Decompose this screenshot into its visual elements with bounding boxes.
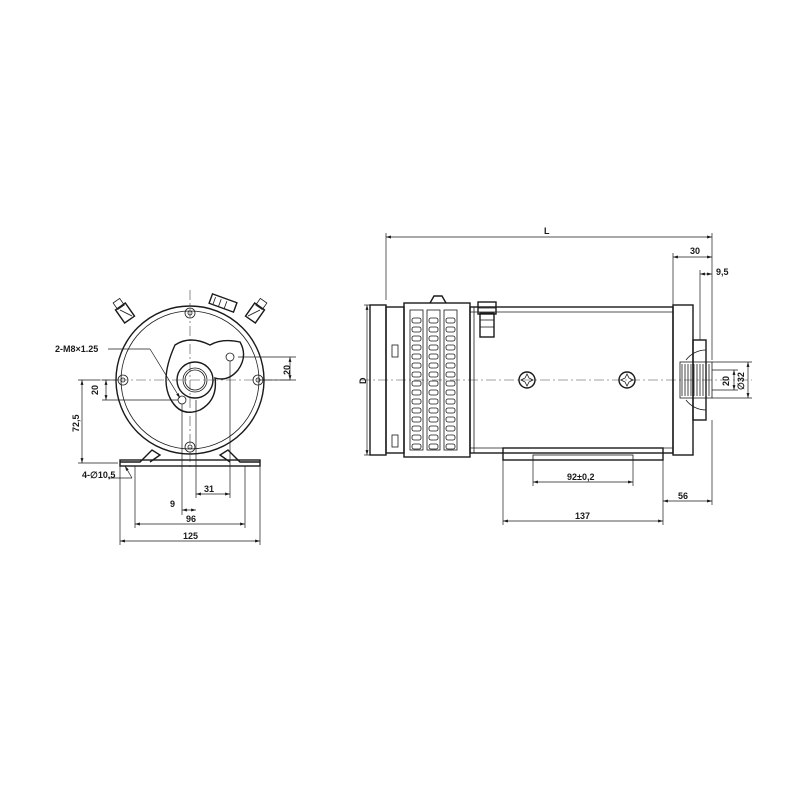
foot-base bbox=[119, 459, 261, 467]
mounting-flange bbox=[165, 339, 245, 413]
thread-label: 2-M8×1.25 bbox=[55, 344, 98, 354]
vent-slot bbox=[411, 380, 422, 387]
vent-slot bbox=[428, 389, 439, 396]
vent-slot bbox=[411, 389, 422, 396]
vent-slot bbox=[445, 380, 456, 387]
dim-20-left-label: 20 bbox=[90, 385, 100, 395]
vent-slot bbox=[445, 317, 456, 324]
vent-slot bbox=[445, 353, 456, 360]
vent-slot bbox=[411, 398, 422, 405]
vent-slot bbox=[411, 434, 422, 441]
vent-slot bbox=[428, 425, 439, 432]
dim-125-label: 125 bbox=[183, 531, 198, 541]
dim-137-label: 137 bbox=[575, 511, 590, 521]
vent-slot bbox=[445, 371, 456, 378]
dim-9-label: 9 bbox=[170, 499, 175, 509]
vent-slots bbox=[409, 309, 458, 451]
vent-slot bbox=[428, 416, 439, 423]
vent-slot bbox=[428, 362, 439, 369]
vent-slot bbox=[428, 353, 439, 360]
terminal-top bbox=[208, 292, 238, 314]
flange-hole-upper bbox=[225, 352, 235, 362]
torx-screw-2 bbox=[618, 371, 636, 389]
shaft-outer bbox=[176, 361, 214, 399]
vent-slot bbox=[411, 344, 422, 351]
vent-slot bbox=[445, 389, 456, 396]
vent-slot bbox=[428, 317, 439, 324]
vent-slot bbox=[445, 416, 456, 423]
bolt-hole-top bbox=[184, 307, 196, 319]
body-terminal bbox=[477, 301, 497, 338]
base-slot bbox=[532, 454, 634, 461]
vent-slot bbox=[445, 398, 456, 405]
vent-slot bbox=[411, 326, 422, 333]
bolt-hole-bottom bbox=[184, 441, 196, 453]
vent-slot bbox=[428, 443, 439, 450]
dim-shaft-20-label: 20 bbox=[721, 376, 731, 386]
dim-92-label: 92±0,2 bbox=[567, 472, 594, 482]
dim-56-label: 56 bbox=[678, 491, 688, 501]
vent-slot bbox=[428, 407, 439, 414]
dim-96-label: 96 bbox=[186, 514, 196, 524]
vent-slot bbox=[428, 371, 439, 378]
vent-slot bbox=[445, 443, 456, 450]
base-plate bbox=[502, 447, 664, 461]
dim-20-right-label: 20 bbox=[282, 365, 292, 375]
shaft-inner bbox=[182, 367, 208, 393]
vent-slot bbox=[411, 317, 422, 324]
vent-slot bbox=[445, 344, 456, 351]
dim-D-label: D bbox=[358, 377, 368, 384]
vent-slot bbox=[411, 425, 422, 432]
thread-leader bbox=[149, 348, 181, 399]
dim-30-label: 30 bbox=[690, 246, 700, 256]
vent-slot bbox=[445, 425, 456, 432]
vent-slot bbox=[445, 434, 456, 441]
shaft-spline-hatch bbox=[681, 364, 710, 396]
vent-slot bbox=[411, 353, 422, 360]
vent-slot bbox=[411, 362, 422, 369]
dim-9-5-label: 9,5 bbox=[716, 267, 729, 277]
terminal-left bbox=[112, 297, 136, 324]
cover-nub bbox=[429, 295, 447, 304]
vent-bars bbox=[411, 317, 456, 450]
shaft-body bbox=[679, 361, 713, 399]
vent-slot bbox=[428, 398, 439, 405]
dim-31-label: 31 bbox=[204, 484, 214, 494]
vent-slot bbox=[411, 335, 422, 342]
vent-slot bbox=[428, 344, 439, 351]
torx-screw-1 bbox=[518, 371, 536, 389]
vent-slot bbox=[428, 434, 439, 441]
vent-slot bbox=[411, 443, 422, 450]
vent-slot bbox=[445, 407, 456, 414]
foot-right bbox=[218, 449, 260, 463]
front-view: 2-M8×1.25 20 72,5 20 4-∅10,5 9 31 bbox=[55, 290, 296, 545]
vent-slot bbox=[445, 362, 456, 369]
foot-left bbox=[120, 449, 162, 463]
vent-slot bbox=[428, 380, 439, 387]
dim-shaft-32-label: ∅32 bbox=[736, 372, 746, 390]
vent-slot bbox=[411, 416, 422, 423]
vent-slot bbox=[411, 407, 422, 414]
dim-L-label: L bbox=[544, 226, 550, 236]
terminal-right bbox=[244, 297, 268, 324]
side-view: L 30 9,5 D 20 ∅32 92±0,2 56 bbox=[358, 226, 752, 525]
hole-label: 4-∅10,5 bbox=[82, 470, 115, 480]
shaft-spline bbox=[184, 369, 206, 391]
vent-slot bbox=[445, 326, 456, 333]
vent-slot bbox=[428, 326, 439, 333]
vent-slot bbox=[411, 371, 422, 378]
dim-72-5-label: 72,5 bbox=[71, 414, 81, 432]
vent-slot bbox=[445, 335, 456, 342]
vent-slot bbox=[428, 335, 439, 342]
